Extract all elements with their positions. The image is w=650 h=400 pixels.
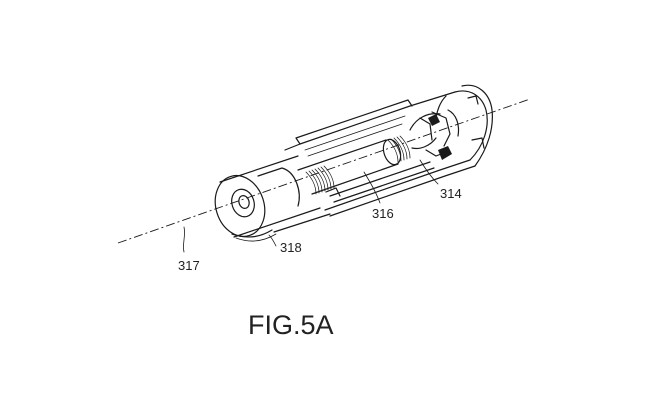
figure-caption: FIG.5A [248,310,334,340]
inner-shaft [297,135,435,203]
center-axis-line [117,98,531,244]
head-mechanism [409,109,460,160]
label-317: 317 [178,258,200,273]
leader-lines [183,159,439,253]
label-316: 316 [372,206,394,221]
outer-housing [284,84,493,217]
end-cap [214,155,331,242]
label-318: 318 [280,240,302,255]
label-314: 314 [440,186,462,201]
